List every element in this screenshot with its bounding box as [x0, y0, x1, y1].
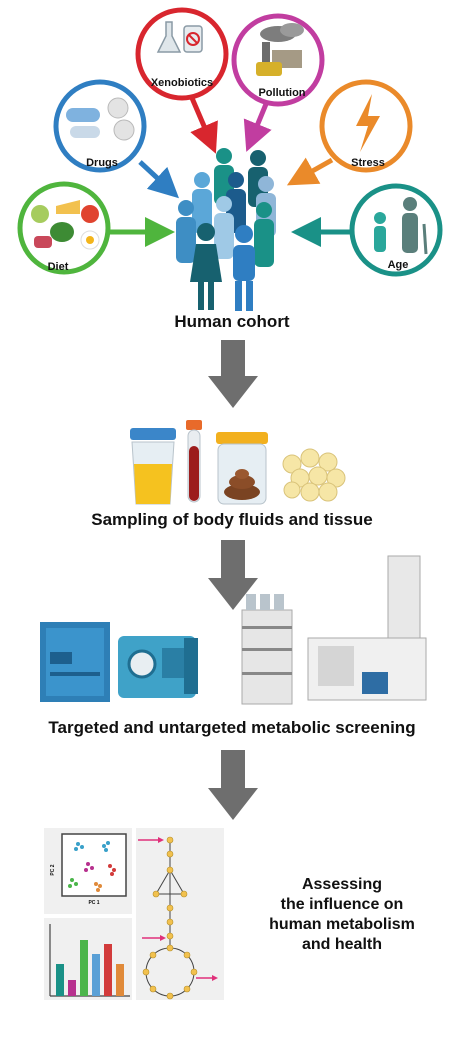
lc-system-icon — [118, 636, 198, 698]
stool-container-icon — [216, 432, 268, 505]
label-stress: Stress — [351, 157, 385, 169]
pca-y-label: PC 2 — [50, 864, 56, 875]
arrow-xenobiotics — [189, 97, 218, 154]
arrow-drugs — [138, 160, 179, 199]
label-pollution: Pollution — [258, 87, 305, 99]
sampling-illustration — [130, 420, 346, 505]
arrow-pollution — [243, 103, 272, 152]
urine-cup-icon — [130, 428, 176, 505]
stress-circle: Stress — [319, 79, 413, 173]
pca-plot: PC 2 PC 1 — [50, 833, 127, 906]
step-sampling-label: Sampling of body fluids and tissue — [91, 510, 373, 529]
blood-tube-icon — [186, 420, 202, 503]
diet-circle: Diet — [17, 181, 111, 275]
label-xenobiotics: Xenobiotics — [151, 77, 213, 89]
gc-ms-icon — [307, 555, 427, 701]
age-circle: Age — [349, 183, 443, 277]
drugs-circle: Drugs — [53, 79, 147, 173]
flow-arrow-1 — [208, 340, 258, 408]
step-cohort-label: Human cohort — [174, 312, 290, 331]
flow-arrow-2 — [208, 540, 258, 610]
step-screening-label: Targeted and untargeted metabolic screen… — [48, 718, 416, 737]
label-drugs: Drugs — [86, 157, 118, 169]
analysis-panel: PC 2 PC 1 — [44, 828, 224, 1000]
pollution-circle: Pollution — [231, 13, 325, 107]
arrow-stress — [286, 157, 334, 186]
flow-arrow-3 — [208, 750, 258, 820]
hplc-stack-icon — [241, 594, 293, 705]
label-age: Age — [388, 259, 409, 271]
pathway-network-icon — [138, 836, 218, 1000]
pca-x-label: PC 1 — [88, 900, 99, 906]
xenobiotics-circle: Xenobiotics — [135, 7, 229, 101]
factors-diagram: Xenobiotics Pollution Drugs Stress Diet — [17, 7, 443, 311]
cohort-figures — [176, 148, 276, 311]
bar-chart-icon — [49, 924, 130, 997]
label-diet: Diet — [48, 261, 69, 273]
tissue-cells-icon — [282, 448, 346, 502]
instruments-illustration — [40, 555, 427, 705]
mass-spectrometer-icon — [40, 622, 110, 702]
step-assessing-label: Assessing the influence on human metabol… — [269, 876, 415, 953]
